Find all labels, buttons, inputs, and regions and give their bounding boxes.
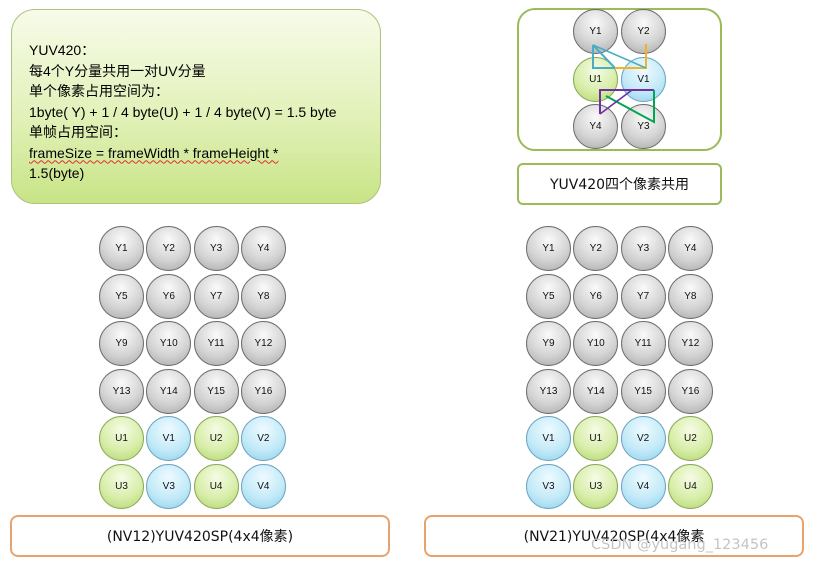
nv12-circle-v2: V2: [240, 416, 286, 462]
nv12-circle-y15: Y15: [193, 368, 239, 414]
nv12-circle-y7: Y7: [193, 273, 239, 319]
nv21-circle-y13: Y13: [526, 368, 571, 414]
nv12-circle-y11: Y11: [193, 321, 239, 367]
mini-circle-y1: Y1: [573, 9, 618, 54]
nv21-circle-v1: V1: [526, 416, 571, 462]
info-line-frame-space: 单帧占用空间：: [29, 124, 127, 140]
nv12-caption: (NV12)YUV420SP(4x4像素): [10, 515, 390, 557]
info-line-formula: 1byte( Y) + 1 / 4 byte(U) + 1 / 4 byte(V…: [29, 103, 337, 120]
nv21-circle-y8: Y8: [667, 273, 713, 319]
nv12-circle-u4: U4: [193, 464, 239, 509]
nv12-circle-y4: Y4: [240, 226, 286, 271]
link-u-cross: [592, 44, 647, 69]
nv21-circle-y3: Y3: [620, 226, 666, 271]
nv12-circle-y13: Y13: [99, 368, 144, 414]
nv21-circle-y16: Y16: [667, 368, 713, 414]
nv21-circle-y11: Y11: [620, 321, 666, 367]
yuv420-sharing-caption: YUV420四个像素共用: [517, 163, 722, 205]
yuv420-sharing-diagram-box: [517, 8, 722, 151]
nv21-circle-y9: Y9: [526, 321, 571, 367]
nv12-circle-y6: Y6: [146, 273, 192, 319]
nv21-circle-y12: Y12: [667, 321, 713, 367]
yuv420-info-box: YUV420： 每4个Y分量共用一对UV分量 单个像素占用空间为： 1byte(…: [11, 9, 381, 204]
nv12-circle-y5: Y5: [99, 273, 144, 319]
nv21-caption: (NV21)YUV420SP(4x4像素: [424, 515, 804, 557]
link-u-y1-y4: [592, 44, 618, 69]
nv21-circle-y7: Y7: [620, 273, 666, 319]
nv21-circle-u2: U2: [667, 416, 713, 462]
nv12-circle-v3: V3: [146, 464, 192, 509]
nv12-circle-y2: Y2: [146, 226, 192, 271]
nv12-circle-u3: U3: [99, 464, 144, 509]
nv21-circle-u1: U1: [573, 416, 619, 462]
nv12-circle-y10: Y10: [146, 321, 192, 367]
info-line-share: 每4个Y分量共用一对UV分量: [29, 62, 206, 79]
nv12-circle-v4: V4: [240, 464, 286, 509]
csdn-watermark: CSDN @yugang_123456: [591, 537, 769, 553]
nv12-circle-u1: U1: [99, 416, 144, 462]
mini-circle-u1: U1: [573, 57, 618, 102]
link-v-y3: [605, 90, 655, 124]
nv21-circle-v3: V3: [526, 464, 571, 509]
nv12-circle-y3: Y3: [193, 226, 239, 271]
nv21-circle-y15: Y15: [620, 368, 666, 414]
nv21-circle-v2: V2: [620, 416, 666, 462]
link-v-cross: [599, 89, 633, 115]
nv21-circle-y1: Y1: [526, 226, 571, 271]
nv12-circle-v1: V1: [146, 416, 192, 462]
nv12-circle-y1: Y1: [99, 226, 144, 271]
info-line-framesize: frameSize = frameWidth * frameHeight *: [29, 143, 380, 164]
nv21-circle-v4: V4: [620, 464, 666, 509]
mini-circle-y3: Y3: [621, 104, 666, 149]
nv12-circle-y14: Y14: [146, 368, 192, 414]
info-line-pixel-space: 单个像素占用空间为：: [29, 83, 169, 99]
nv21-circle-y10: Y10: [573, 321, 619, 367]
nv12-circle-y9: Y9: [99, 321, 144, 367]
nv21-circle-y4: Y4: [667, 226, 713, 271]
nv12-circle-y12: Y12: [240, 321, 286, 367]
link-v-y4: [599, 89, 654, 114]
mini-circle-y4: Y4: [573, 104, 618, 149]
nv21-circle-y2: Y2: [573, 226, 619, 271]
info-line-multiplier: 1.5(byte): [29, 165, 85, 181]
framesize-expression: frameSize = frameWidth * frameHeight *: [29, 144, 279, 161]
nv21-circle-y5: Y5: [526, 273, 571, 319]
mini-circle-v1: V1: [621, 57, 666, 102]
nv21-circle-u3: U3: [573, 464, 619, 509]
mini-circle-y2: Y2: [621, 9, 666, 54]
nv21-circle-u4: U4: [667, 464, 713, 509]
nv12-circle-y16: Y16: [240, 368, 286, 414]
nv12-circle-u2: U2: [193, 416, 239, 462]
nv21-circle-y14: Y14: [573, 368, 619, 414]
nv12-circle-y8: Y8: [240, 273, 286, 319]
nv21-circle-y6: Y6: [573, 273, 619, 319]
info-line-title: YUV420：: [29, 42, 96, 58]
